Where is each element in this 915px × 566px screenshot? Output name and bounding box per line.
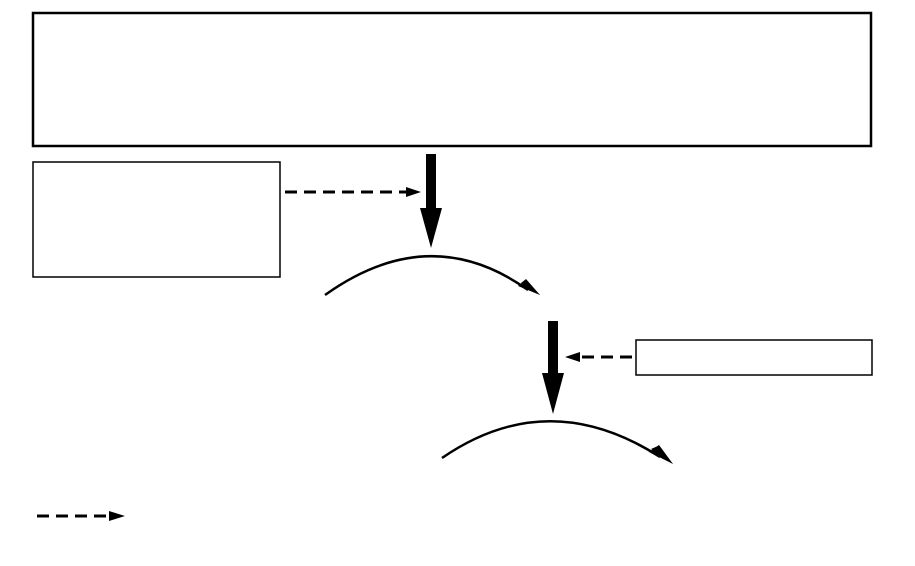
curve-arrow-1 bbox=[324, 255, 540, 297]
curve-arrow-2 bbox=[441, 420, 673, 464]
legend-dashed-arrow bbox=[37, 511, 125, 521]
left-box bbox=[32, 161, 281, 278]
top-box bbox=[31, 11, 873, 148]
thick-down-arrow-2 bbox=[542, 321, 564, 414]
thick-down-arrow-1 bbox=[420, 154, 442, 248]
right-box bbox=[635, 339, 873, 376]
dashed-arrow-right-box bbox=[565, 352, 632, 362]
dashed-arrow-left-box bbox=[285, 187, 421, 197]
